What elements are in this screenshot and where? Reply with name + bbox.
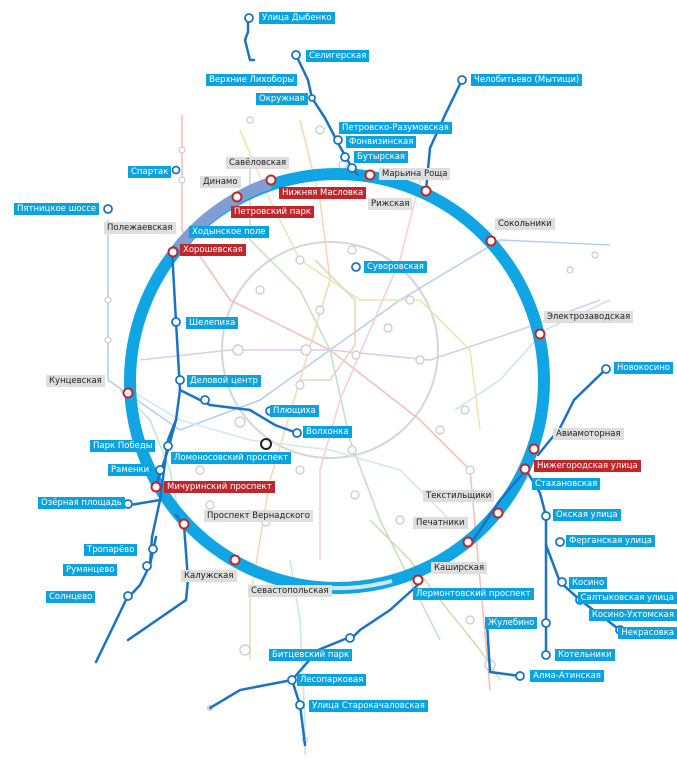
label-butyrskaya[interactable]: Бутырская (354, 151, 409, 163)
label-okruzhnaya[interactable]: Окружная (256, 93, 308, 105)
station-michurinsky (150, 481, 162, 493)
label-nekrasovka[interactable]: Некрасовка (618, 627, 677, 639)
label-chelobitevo[interactable]: Челобитьево (Мытищи) (471, 74, 583, 86)
line-nizhegorodskaya (468, 468, 528, 547)
label-kosino-ukhtomskaya[interactable]: Косино-Ухтомская (588, 609, 677, 621)
station-lomonosovsky (260, 438, 272, 450)
label-michurinsky[interactable]: Мичуринский проспект (164, 481, 275, 493)
label-rumyantsevo[interactable]: Румянцево (63, 564, 118, 576)
label-suvorovskaya[interactable]: Суворовская (364, 261, 427, 273)
label-kotelniki[interactable]: Котельники (555, 649, 615, 661)
label-petrovsky-park[interactable]: Петровский парк (231, 206, 315, 218)
label-ozyornaya[interactable]: Озёрная площадь (38, 497, 125, 509)
line-ozyornaya (128, 498, 162, 507)
label-kashirskaya[interactable]: Каширская (431, 562, 488, 574)
label-delovoy-tsentr[interactable]: Деловой центр (187, 375, 261, 387)
faded-line-blue (107, 220, 611, 431)
station-prospekt-vernadskogo (178, 518, 190, 530)
label-rizhskaya[interactable]: Рижская (368, 198, 413, 210)
faded-line-pink (319, 179, 421, 560)
label-pechatniki[interactable]: Печатники (413, 517, 468, 529)
label-kosino[interactable]: Косино (569, 577, 608, 589)
circle-line-old-segment (173, 177, 273, 252)
faded-line-olive (239, 129, 481, 431)
label-alma-atinskaya[interactable]: Алма-Атинская (530, 670, 604, 682)
label-maryina-roshcha[interactable]: Марьина Роща (379, 168, 451, 180)
label-seligerskaya[interactable]: Селигерская (306, 50, 370, 62)
station-sevastopolskaya (229, 554, 241, 566)
label-ulitsa-starokachalovskaya[interactable]: Улица Старокачаловская (309, 700, 428, 712)
station-nizhegorodskaya (519, 463, 531, 475)
label-fonvizinskaya[interactable]: Фонвизинская (346, 136, 417, 148)
label-savelovskaya[interactable]: Савёловская (226, 157, 290, 169)
label-lomonosovsky[interactable]: Ломоносовский проспект (171, 452, 292, 464)
station-tekstilshchiki (492, 507, 504, 519)
circle-line-gap (329, 579, 393, 591)
station-petrovsky-park (231, 191, 243, 203)
label-elektrozavodskaya[interactable]: Электрозаводская (544, 311, 634, 323)
circle-line-stations (122, 169, 546, 586)
label-novokosino[interactable]: Новокосино (614, 362, 674, 374)
label-troparyovo[interactable]: Тропарёво (84, 544, 138, 556)
koltsevaya-line (221, 241, 439, 459)
label-park-pobedy[interactable]: Парк Победы (90, 440, 156, 452)
label-nizhnyaya-maslovka[interactable]: Нижняя Масловка (279, 187, 367, 199)
line-vernadskogo (126, 513, 190, 642)
label-shelepikha[interactable]: Шелепиха (186, 317, 239, 329)
label-khoroshevskaya[interactable]: Хорошевская (180, 244, 246, 256)
label-prospekt-vernadskogo[interactable]: Проспект Вернадского (204, 510, 314, 522)
label-okskaya[interactable]: Окская улица (553, 509, 621, 521)
label-stakhanovskaya[interactable]: Стахановская (532, 478, 601, 490)
faded-line-lightblue (129, 389, 451, 521)
station-kuntsevskaya (122, 387, 134, 399)
faded-line-brown (300, 259, 356, 381)
label-bitsevsky-park[interactable]: Битцевский парк (269, 649, 353, 661)
label-tekstilshchiki[interactable]: Текстильщики (423, 490, 495, 502)
station-khoroshevskaya (167, 246, 179, 258)
line-lublinsko-north (243, 16, 256, 62)
label-dinamo[interactable]: Динамо (200, 176, 241, 188)
label-kaluzhskaya[interactable]: Калужская (181, 570, 237, 582)
circle-line (124, 168, 550, 594)
label-pyatnitskoe-shosse[interactable]: Пятницкое шоссе (14, 203, 100, 215)
label-volkhonka[interactable]: Волхонка (303, 426, 352, 438)
label-lermontovsky[interactable]: Лермонтовский проспект (413, 588, 534, 600)
line-lermontovsky (348, 581, 422, 642)
label-ferganskaya[interactable]: Ферганская улица (566, 535, 655, 547)
line-zhulebino (485, 621, 522, 678)
station-pechatniki (462, 536, 474, 548)
label-ramenki[interactable]: Раменки (108, 464, 153, 476)
station-nizhnyaya-maslovka (265, 174, 277, 186)
station-kashirskaya (412, 574, 424, 586)
label-sokolniki[interactable]: Сокольники (495, 218, 555, 230)
label-petrovsko-razumovskaya[interactable]: Петровско-Разумовская (339, 122, 452, 134)
label-spartak[interactable]: Спартак (128, 166, 172, 178)
label-nizhegorodskaya[interactable]: Нижегородская улица (534, 460, 641, 472)
station-rizhskaya (420, 185, 432, 197)
label-zhulebino[interactable]: Жулебино (485, 617, 538, 629)
station-aviamotornaya (528, 443, 540, 455)
line-novokosino (536, 367, 608, 457)
label-plyushchikha[interactable]: Плющиха (270, 405, 319, 417)
label-kuntsevskaya[interactable]: Кунцевская (46, 375, 105, 387)
label-solntsevo[interactable]: Солнцево (46, 591, 96, 603)
label-aviamotornaya[interactable]: Авиамоторная (553, 428, 624, 440)
station-sokolniki (485, 235, 497, 247)
label-polezhaevskaya[interactable]: Полежаевская (104, 222, 176, 234)
label-verkhnie-likhobory[interactable]: Верхние Лихоборы (206, 74, 298, 86)
faded-line-yellow (369, 519, 501, 681)
line-southwest (208, 678, 294, 710)
station-elektrozavodskaya (534, 328, 546, 340)
station-maryina-roshcha (364, 169, 376, 181)
label-lesoparkovaya[interactable]: Лесопарковая (297, 674, 367, 686)
label-ulitsa-dybenko[interactable]: Улица Дыбенко (259, 12, 335, 24)
label-khodynskoe-pole[interactable]: Ходынское поле (189, 226, 269, 238)
line-delovoy (178, 388, 299, 435)
label-sevastopolskaya[interactable]: Севастопольская (248, 585, 332, 597)
label-saltykovskaya[interactable]: Салтыковская улица (577, 592, 677, 604)
